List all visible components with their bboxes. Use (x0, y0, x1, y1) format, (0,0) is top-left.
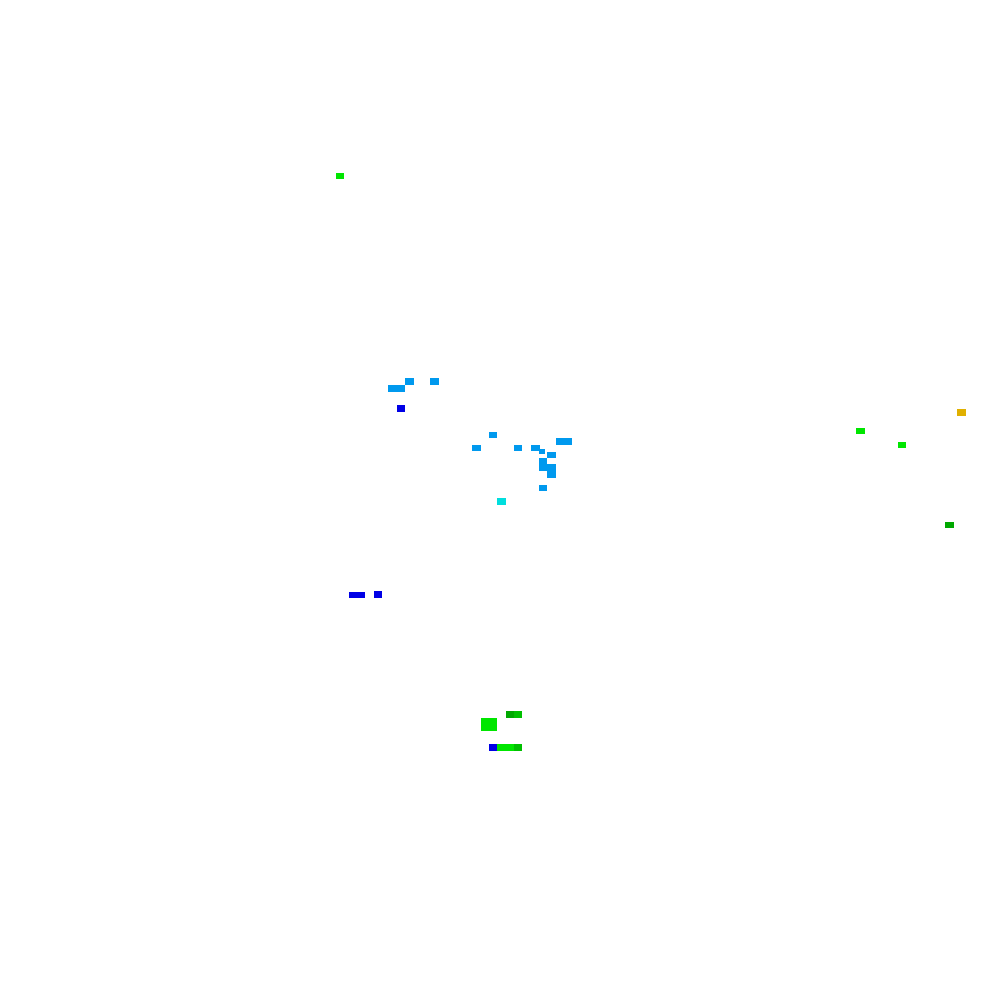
map-point (388, 385, 405, 392)
cluster-top-left-green (336, 173, 344, 179)
map-point (489, 744, 497, 751)
map-point (547, 471, 556, 478)
map-point (349, 592, 365, 598)
map-point (336, 173, 344, 179)
map-point (514, 744, 522, 751)
map-point (539, 458, 547, 464)
map-point (430, 378, 439, 385)
map-point (506, 711, 514, 718)
map-point (514, 445, 522, 451)
map-point (945, 522, 954, 528)
map-point (497, 498, 506, 505)
map-point (481, 718, 497, 731)
map-point (556, 438, 572, 445)
map-point (405, 378, 414, 385)
map-point (489, 432, 497, 438)
map-point (547, 452, 556, 458)
cluster-central-blue (388, 378, 572, 505)
map-point (531, 445, 540, 451)
map-point (539, 485, 547, 491)
cluster-bottom-green (481, 711, 522, 751)
cluster-lower-left-blue (349, 591, 382, 598)
map-point (957, 409, 966, 416)
map-point (898, 442, 906, 448)
map-point (539, 449, 545, 454)
map-point (497, 744, 514, 751)
map-point (514, 711, 522, 718)
map-point (374, 591, 382, 598)
cluster-right-green (856, 409, 966, 528)
map-point (472, 445, 481, 451)
map-point (856, 428, 865, 434)
map-point (539, 464, 556, 471)
map-point (397, 405, 405, 412)
